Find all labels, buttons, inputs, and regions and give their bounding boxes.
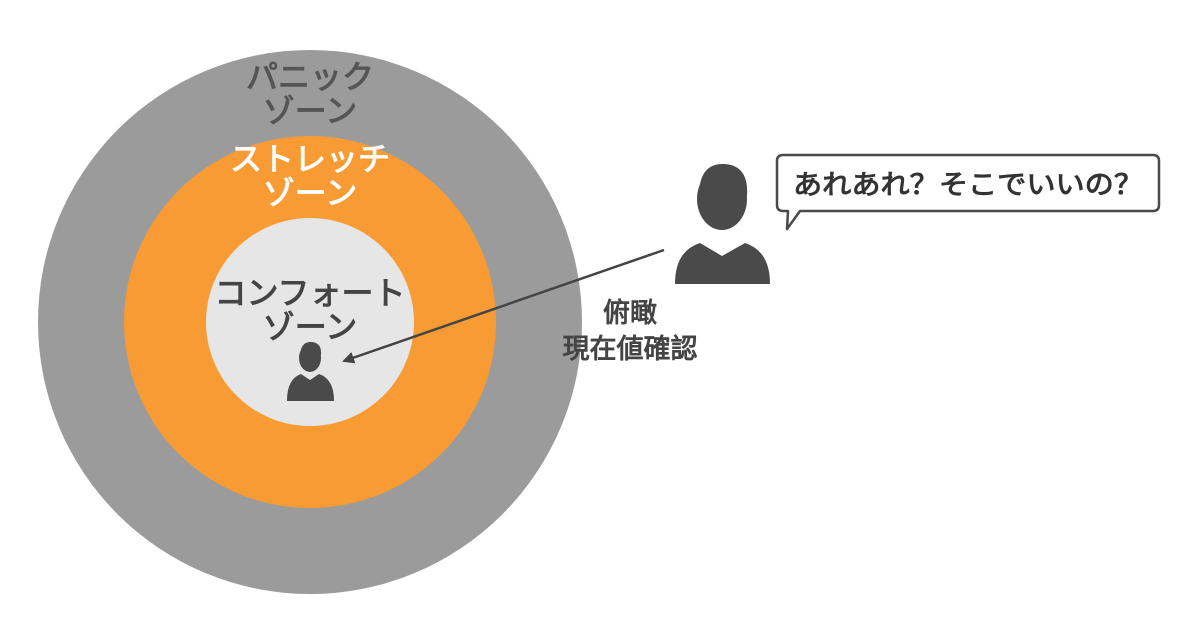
panic-zone-label-line1: パニック	[246, 58, 374, 96]
observation-arrow	[342, 248, 665, 364]
speech-bubble-text: あれあれ？そこでいいの？	[793, 170, 1143, 201]
observer-caption-line1: 俯瞰	[603, 297, 657, 329]
person-silhouette-icon	[287, 341, 334, 401]
stretch-zone-label-line1: ストレッチ	[230, 140, 390, 178]
comfort-zone	[206, 218, 414, 426]
comfort-zone-label-line2: ゾーン	[263, 308, 357, 346]
speech-bubble	[775, 153, 1161, 231]
comfort-zone-label-line1: コンフォート	[214, 274, 405, 312]
observer-caption-line2: 現在値確認	[563, 333, 698, 365]
stretch-zone-label-line2: ゾーン	[263, 174, 357, 212]
panic-zone-label-line2: ゾーン	[263, 92, 357, 130]
person-silhouette-icon	[675, 163, 770, 284]
